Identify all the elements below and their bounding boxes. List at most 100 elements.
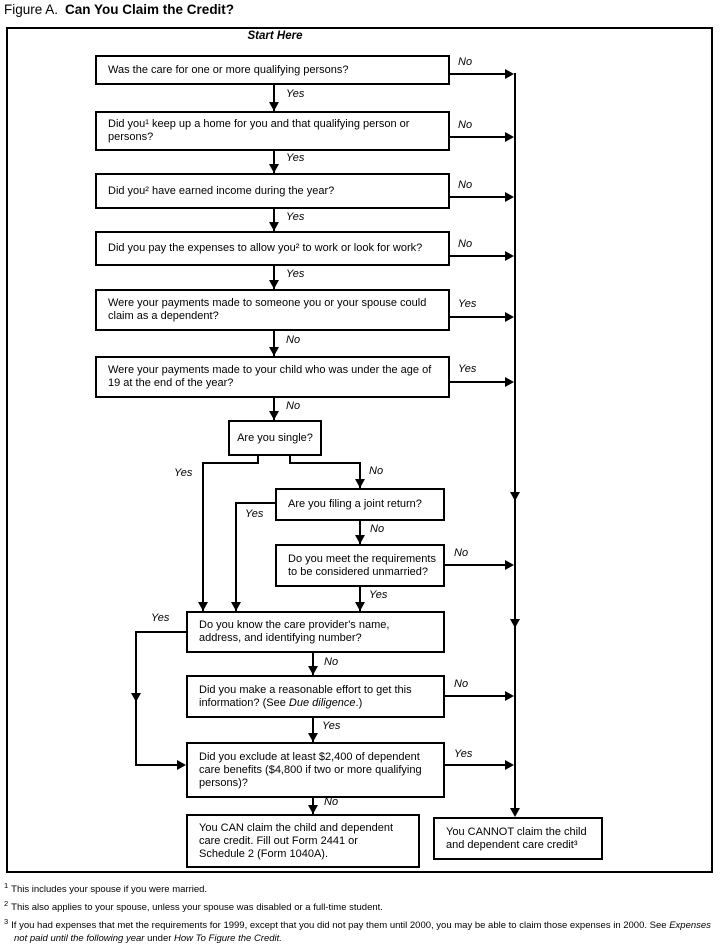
line-q6-no-down — [273, 398, 275, 420]
label-q8-yes: Yes — [245, 508, 264, 520]
line-q2-no-right — [450, 136, 505, 138]
node-q12-text-line1: Did you exclude at least $2,400 of depen… — [199, 750, 420, 763]
figure-title: Figure A. Can You Claim the Credit? — [4, 2, 234, 17]
node-result-can-claim: You CAN claim the child and dependent ca… — [186, 814, 420, 868]
label-q6-no: No — [286, 400, 301, 412]
node-q4-text: Did you pay the expenses to allow you² t… — [108, 242, 423, 254]
node-q5-text-line2: claim as a dependent? — [108, 310, 219, 322]
node-q1-text: Was the care for one or more qualifying … — [108, 63, 349, 76]
arrow-down-q2-yes-icon — [269, 164, 279, 173]
arrow-right-q4-no-icon — [505, 251, 514, 261]
line-q8-yes-down — [235, 502, 237, 611]
node-q11-text-line1: Did you make a reasonable effort to get … — [199, 683, 412, 696]
label-q2-no: No — [458, 119, 473, 131]
label-q1-yes: Yes — [286, 88, 305, 100]
node-q11-reasonable-effort: Did you make a reasonable effort to get … — [186, 675, 445, 718]
arrow-right-q6-yes-icon — [505, 377, 514, 387]
footnote-1-marker: 1 — [4, 881, 9, 890]
line-q7-yes-left — [202, 462, 259, 464]
line-q10-no-down — [312, 653, 314, 675]
line-q4-yes-down — [273, 266, 275, 289]
node-q7-are-you-single: Are you single? — [228, 420, 322, 456]
node-q11-line2-pre: information? (See — [199, 696, 289, 709]
line-q5-no-down — [273, 331, 275, 356]
label-q3-yes: Yes — [286, 211, 305, 223]
line-q12-yes-right — [445, 764, 505, 766]
node-q12-text-line3: persons)? — [199, 776, 248, 789]
footnote-2-marker: 2 — [4, 899, 9, 908]
node-q10-text-line1: Do you know the care provider's name, — [199, 619, 390, 631]
arrow-right-q5-yes-icon — [505, 312, 514, 322]
line-q7-no-down — [359, 462, 361, 488]
node-q8-text: Are you filing a joint return? — [288, 498, 422, 510]
start-here-label: Start Here — [247, 30, 303, 42]
arrow-down-q7-no-icon — [355, 479, 365, 488]
node-q11-text-line2: information? (See Due diligence.) — [199, 697, 435, 710]
footnote-2-text: This also applies to your spouse, unless… — [11, 902, 383, 914]
line-q6-yes-right — [450, 381, 505, 383]
line-q8-no-down — [359, 521, 361, 544]
arrow-down-q4-yes-icon — [269, 280, 279, 289]
label-q10-no: No — [324, 656, 339, 668]
node-cannot-text-line2: and dependent care credit³ — [446, 838, 578, 851]
arrow-down-q8-yes-icon — [231, 602, 241, 611]
label-q6-yes: Yes — [458, 363, 477, 375]
arrow-down-q11-yes-icon — [308, 733, 318, 742]
arrow-right-q12-yes-icon — [505, 760, 514, 770]
label-q2-yes: Yes — [286, 152, 305, 164]
node-can-text-line2: care credit. Fill out Form 2441 or — [199, 834, 358, 847]
node-q6-text-line2: 19 at the end of the year? — [108, 377, 234, 389]
line-q7-no-stub — [289, 456, 291, 464]
node-q2-text-line2: persons? — [108, 131, 154, 143]
footnote-3-text-mid: under — [144, 933, 175, 945]
label-q1-no: No — [458, 56, 473, 68]
label-q10-yes: Yes — [151, 612, 170, 624]
arrow-right-q9-no-icon — [505, 560, 514, 570]
node-q11-line2-italic: Due diligence — [288, 696, 356, 709]
line-q11-yes-down — [312, 718, 314, 742]
label-q8-no: No — [370, 523, 385, 535]
node-q11-line2-post: .) — [355, 696, 363, 709]
figure-title-main: Can You Claim the Credit? — [65, 2, 235, 17]
arrow-down-rail-into-cannot-icon — [510, 808, 520, 817]
node-q12-text-line2: care benefits ($4,800 if two or more qua… — [199, 763, 422, 776]
label-q9-no: No — [454, 547, 469, 559]
arrow-right-q11-no-icon — [505, 691, 514, 701]
arrow-down-q1-yes-icon — [269, 102, 279, 111]
node-q9-text-line1: Do you meet the requirements — [288, 552, 436, 565]
line-q9-yes-down — [359, 587, 361, 611]
arrow-down-q10-yes-mid-icon — [131, 693, 141, 702]
footnote-3-marker: 3 — [4, 917, 9, 926]
node-q5-payments-to-dependent: Were your payments made to someone you o… — [95, 289, 450, 331]
arrow-right-q3-no-icon — [505, 192, 514, 202]
line-right-rail — [514, 73, 516, 809]
node-result-cannot-claim: You CANNOT claim the child and dependent… — [433, 817, 603, 860]
label-q9-yes: Yes — [369, 589, 388, 601]
arrow-down-rail-mid1-icon — [510, 492, 520, 501]
arrow-down-q6-no-icon — [269, 411, 279, 420]
line-q10-yes-into-q12 — [135, 764, 178, 766]
figure-title-prefix: Figure A. — [4, 2, 59, 17]
arrow-down-q3-yes-icon — [269, 222, 279, 231]
label-q11-yes: Yes — [322, 720, 341, 732]
label-q5-yes: Yes — [458, 298, 477, 310]
footnote-3-text-italic2: How To Figure the Credit. — [174, 933, 282, 945]
node-q10-provider-info: Do you know the care provider's name, ad… — [186, 611, 445, 653]
arrow-right-q2-no-icon — [505, 132, 514, 142]
node-q2-keep-up-home: Did you¹ keep up a home for you and that… — [95, 111, 450, 151]
label-q4-yes: Yes — [286, 268, 305, 280]
node-q3-earned-income: Did you² have earned income during the y… — [95, 173, 450, 209]
line-q2-yes-down — [273, 151, 275, 173]
label-q7-no: No — [369, 465, 384, 477]
line-q7-yes-down — [202, 462, 204, 611]
label-q3-no: No — [458, 179, 473, 191]
node-q8-joint-return: Are you filing a joint return? — [275, 488, 445, 521]
line-q7-yes-stub — [257, 456, 259, 464]
line-q11-no-right — [445, 695, 505, 697]
footnote-3-text-pre: If you had expenses that met the require… — [11, 920, 670, 932]
node-q7-text: Are you single? — [237, 431, 313, 444]
arrow-down-q8-no-icon — [355, 535, 365, 544]
